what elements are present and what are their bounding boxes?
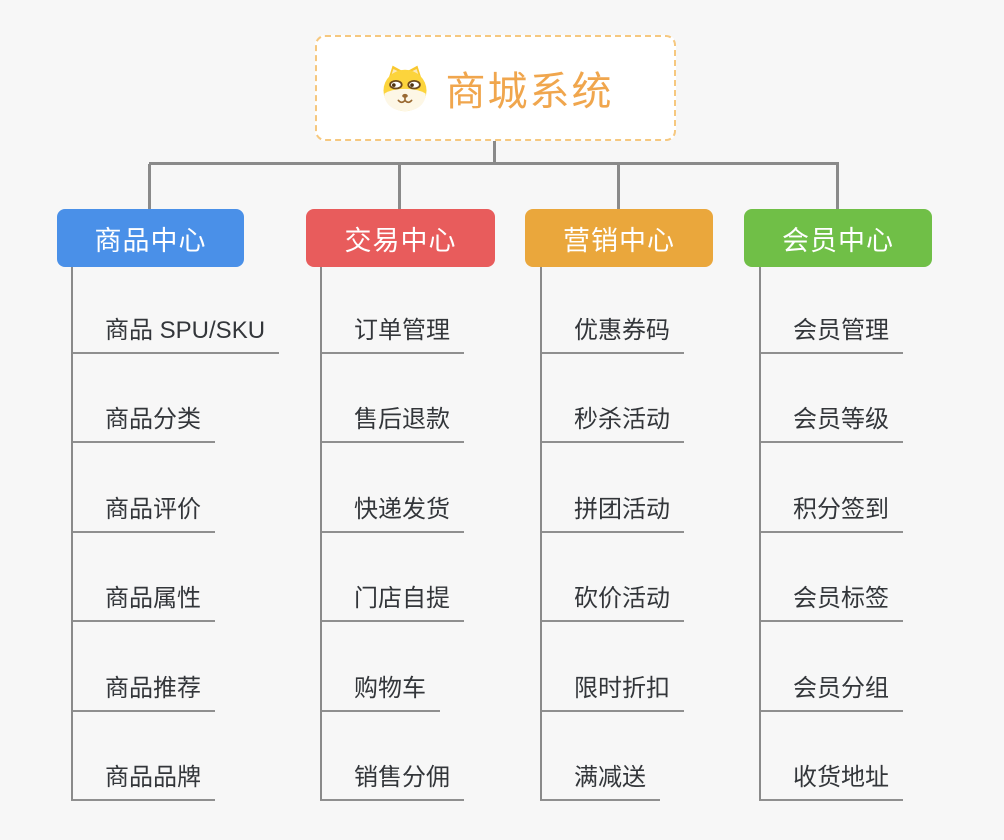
leaf-node[interactable]: 商品评价 <box>71 489 215 533</box>
leaf-node[interactable]: 秒杀活动 <box>540 399 684 444</box>
connector-trunk-3 <box>540 267 542 800</box>
leaf-node[interactable]: 购物车 <box>320 668 440 712</box>
leaf-node[interactable]: 优惠券码 <box>540 310 684 354</box>
branch-marketing-center[interactable]: 营销中心 <box>525 209 713 267</box>
leaf-node[interactable]: 会员标签 <box>759 578 903 623</box>
branch-product-children: 商品 SPU/SKU 商品分类 商品评价 商品属性 商品推荐 商品品牌 <box>71 267 280 801</box>
leaf-row: 商品推荐 <box>71 622 279 712</box>
connector-trunk-2 <box>320 267 322 800</box>
leaf-node[interactable]: 售后退款 <box>320 399 464 444</box>
leaf-node[interactable]: 商品属性 <box>71 578 215 623</box>
leaf-node[interactable]: 门店自提 <box>320 578 464 623</box>
branch-member-children: 会员管理 会员等级 积分签到 会员标签 会员分组 收货地址 <box>759 267 903 801</box>
dog-face-icon <box>382 65 427 112</box>
leaf-row: 快递发货 <box>320 443 464 533</box>
leaf-row: 秒杀活动 <box>540 354 684 444</box>
leaf-node[interactable]: 砍价活动 <box>540 578 684 623</box>
connector-bus <box>149 162 839 165</box>
leaf-node[interactable]: 限时折扣 <box>540 668 684 712</box>
leaf-row: 商品评价 <box>71 443 279 533</box>
branch-product-center[interactable]: 商品中心 <box>57 209 244 267</box>
leaf-row: 商品属性 <box>71 533 279 623</box>
leaf-row: 门店自提 <box>320 533 464 623</box>
leaf-node[interactable]: 订单管理 <box>320 310 464 354</box>
root-title: 商城系统 <box>445 70 614 114</box>
branch-member-center[interactable]: 会员中心 <box>744 209 932 267</box>
branch-marketing-children: 优惠券码 秒杀活动 拼团活动 砍价活动 限时折扣 满减送 <box>540 267 684 801</box>
leaf-row: 订单管理 <box>320 267 464 354</box>
leaf-node[interactable]: 积分签到 <box>759 489 903 533</box>
leaf-node[interactable]: 销售分佣 <box>320 757 464 801</box>
leaf-row: 限时折扣 <box>540 622 684 712</box>
leaf-row: 会员等级 <box>759 354 903 444</box>
leaf-node[interactable]: 收货地址 <box>759 757 903 801</box>
leaf-node[interactable]: 商品推荐 <box>71 668 215 712</box>
leaf-node[interactable]: 商品品牌 <box>71 757 215 801</box>
connector-drop-2 <box>398 164 401 209</box>
leaf-node[interactable]: 会员管理 <box>759 310 903 354</box>
leaf-node[interactable]: 拼团活动 <box>540 489 684 533</box>
connector-drop-1 <box>148 164 151 209</box>
leaf-row: 购物车 <box>320 622 464 712</box>
leaf-node[interactable]: 商品分类 <box>71 399 215 444</box>
leaf-row: 积分签到 <box>759 443 903 533</box>
leaf-row: 商品 SPU/SKU <box>71 267 280 354</box>
leaf-row: 收货地址 <box>759 712 903 801</box>
leaf-row: 会员管理 <box>759 267 903 354</box>
branch-trade-children: 订单管理 售后退款 快递发货 门店自提 购物车 销售分佣 <box>320 267 464 801</box>
leaf-node[interactable]: 快递发货 <box>320 489 464 533</box>
leaf-node[interactable]: 满减送 <box>540 757 660 801</box>
connector-root-drop <box>493 141 496 164</box>
connector-trunk-4 <box>759 267 761 800</box>
leaf-node[interactable]: 商品 SPU/SKU <box>71 310 280 354</box>
leaf-row: 商品品牌 <box>71 712 279 801</box>
leaf-node[interactable]: 会员等级 <box>759 399 903 444</box>
connector-trunk-1 <box>71 267 73 800</box>
leaf-row: 拼团活动 <box>540 443 684 533</box>
connector-drop-4 <box>836 164 839 209</box>
leaf-row: 砍价活动 <box>540 533 684 623</box>
leaf-row: 销售分佣 <box>320 712 464 801</box>
leaf-row: 会员标签 <box>759 533 903 623</box>
leaf-row: 商品分类 <box>71 354 279 444</box>
leaf-row: 优惠券码 <box>540 267 684 354</box>
leaf-node[interactable]: 会员分组 <box>759 668 903 712</box>
root-node[interactable]: 商城系统 <box>315 35 676 141</box>
connector-drop-3 <box>617 164 620 209</box>
leaf-row: 售后退款 <box>320 354 464 444</box>
leaf-row: 会员分组 <box>759 622 903 712</box>
leaf-row: 满减送 <box>540 712 684 801</box>
branch-trade-center[interactable]: 交易中心 <box>306 209 495 267</box>
